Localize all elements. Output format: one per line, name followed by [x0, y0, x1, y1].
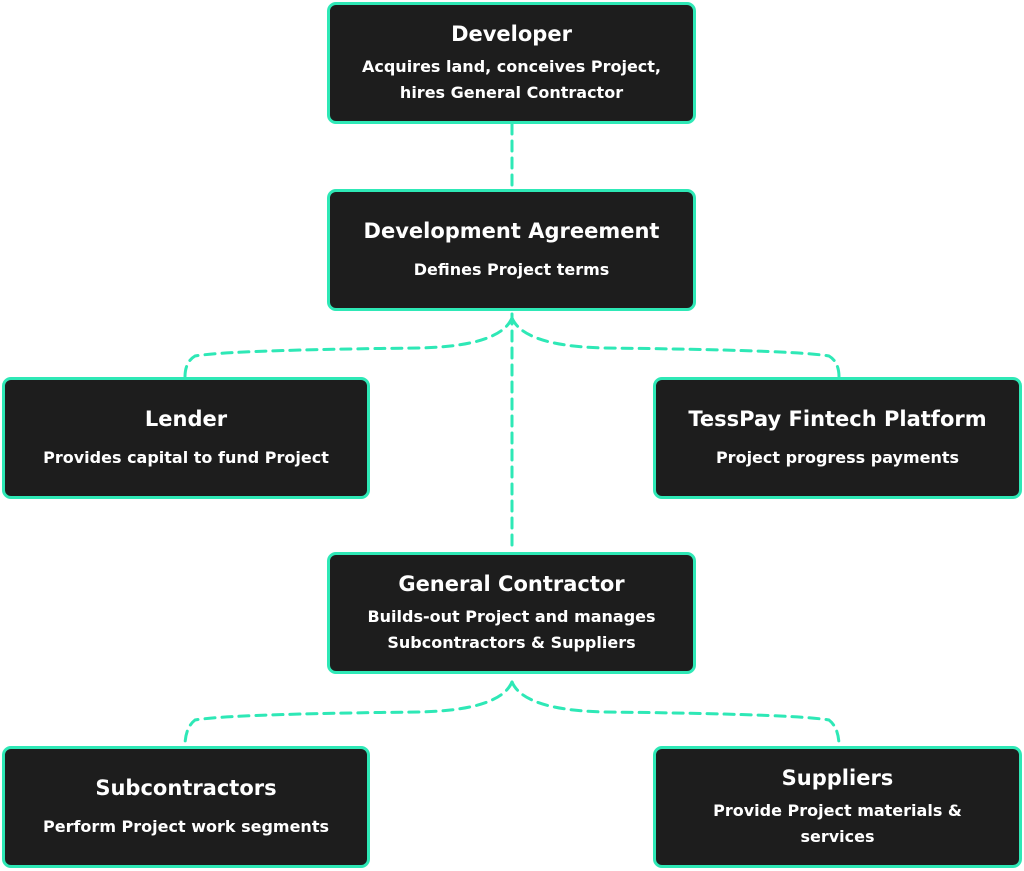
general-contractor-node: General Contractor Builds-out Project an…	[327, 552, 696, 674]
subcontractors-title: Subcontractors	[95, 776, 277, 800]
tesspay-platform-title: TessPay Fintech Platform	[688, 407, 987, 431]
development-agreement-title: Development Agreement	[363, 219, 660, 243]
suppliers-node: Suppliers Provide Project materials & se…	[653, 746, 1022, 868]
connector-agreement-lender	[183, 316, 514, 379]
connector-agreement-tesspay	[510, 316, 841, 379]
general-contractor-description: Builds-out Project and manages Subcontra…	[367, 607, 656, 652]
development-agreement-node: Development Agreement Defines Project te…	[327, 189, 696, 311]
lender-description: Provides capital to fund Project	[43, 448, 329, 467]
suppliers-title: Suppliers	[781, 766, 894, 790]
developer-title: Developer	[451, 22, 572, 46]
developer-description: Acquires land, conceives Project, hires …	[361, 57, 662, 102]
tesspay-platform-node: TessPay Fintech Platform Project progres…	[653, 377, 1022, 499]
subcontractors-node: Subcontractors Perform Project work segm…	[2, 746, 370, 868]
developer-node: Developer Acquires land, conceives Proje…	[327, 2, 696, 124]
subcontractors-description: Perform Project work segments	[43, 817, 329, 836]
lender-node: Lender Provides capital to fund Project	[2, 377, 370, 499]
development-agreement-description: Defines Project terms	[413, 260, 610, 279]
lender-title: Lender	[144, 407, 228, 431]
connector-gc-suppliers	[510, 680, 841, 748]
connector-gc-subcontractors	[183, 680, 514, 748]
general-contractor-title: General Contractor	[398, 572, 625, 596]
tesspay-platform-description: Project progress payments	[715, 448, 960, 467]
suppliers-description: Provide Project materials & services	[713, 801, 962, 846]
